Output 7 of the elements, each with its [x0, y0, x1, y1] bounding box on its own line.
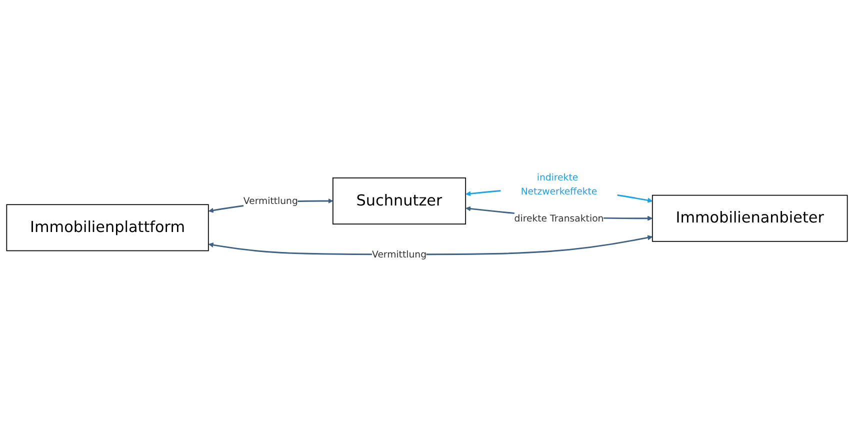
edge-label: direkte Transaktion [514, 212, 604, 224]
edge-label: Vermittlung [372, 248, 426, 260]
edge-label: indirekte Netzwerkeffekte [520, 172, 598, 197]
node-box: Suchnutzer [332, 177, 466, 224]
node-box: Immobilienplattform [6, 204, 209, 252]
node-box: Immobilienanbieter [652, 194, 848, 242]
edge-label: Vermittlung [243, 195, 298, 206]
